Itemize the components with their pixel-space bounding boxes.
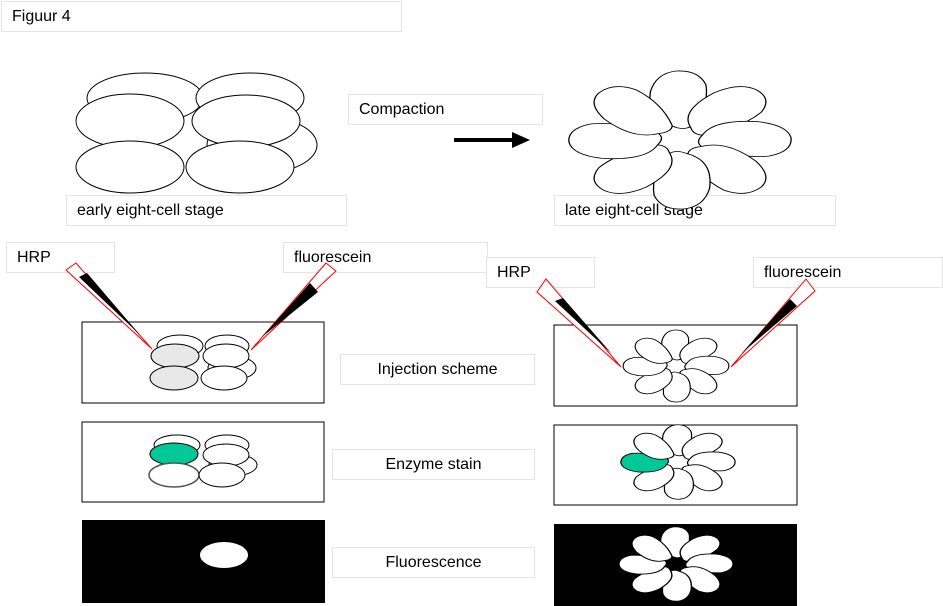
fluorescein-label-early: fluorescein [283, 242, 488, 273]
compaction-label: Compaction [348, 94, 543, 125]
row-label-injection-scheme: Injection scheme [340, 354, 535, 385]
late-eight-cell-embryo [567, 69, 793, 211]
hrp-pipette-early-icon [65, 262, 153, 350]
cell-front-top-left [75, 93, 185, 149]
hrp-label-early: HRP [6, 242, 115, 273]
injected-cell-hrp-top [150, 343, 200, 369]
fluorescein-pipette-late-icon [730, 278, 816, 368]
compaction-arrow-icon [454, 132, 530, 148]
early-stage-label: early eight-cell stage [66, 195, 347, 226]
enzyme-stain-panel-early [81, 421, 325, 503]
fluorescent-cell [200, 542, 248, 568]
early-embryo-injection [149, 334, 257, 391]
fluorescein-label-late: fluorescein [753, 257, 943, 288]
stained-cell-green [149, 442, 199, 466]
injected-cell-hrp-bottom [149, 365, 199, 391]
figure-title: Figuur 4 [1, 1, 402, 32]
early-eight-cell-embryo [75, 72, 318, 194]
row-label-fluorescence: Fluorescence [332, 547, 535, 578]
injection-panel-early [81, 321, 325, 404]
hrp-label-late: HRP [486, 257, 595, 288]
fluorescein-pipette-early-icon [250, 262, 337, 351]
early-embryo-enzyme-stain [148, 434, 258, 488]
cell-front-bottom-left [75, 140, 185, 194]
cell-front-bottom-right [185, 140, 295, 194]
hrp-pipette-late-icon [536, 278, 622, 368]
row-label-enzyme-stain: Enzyme stain [332, 449, 535, 480]
cell-front-top-right [191, 94, 301, 148]
